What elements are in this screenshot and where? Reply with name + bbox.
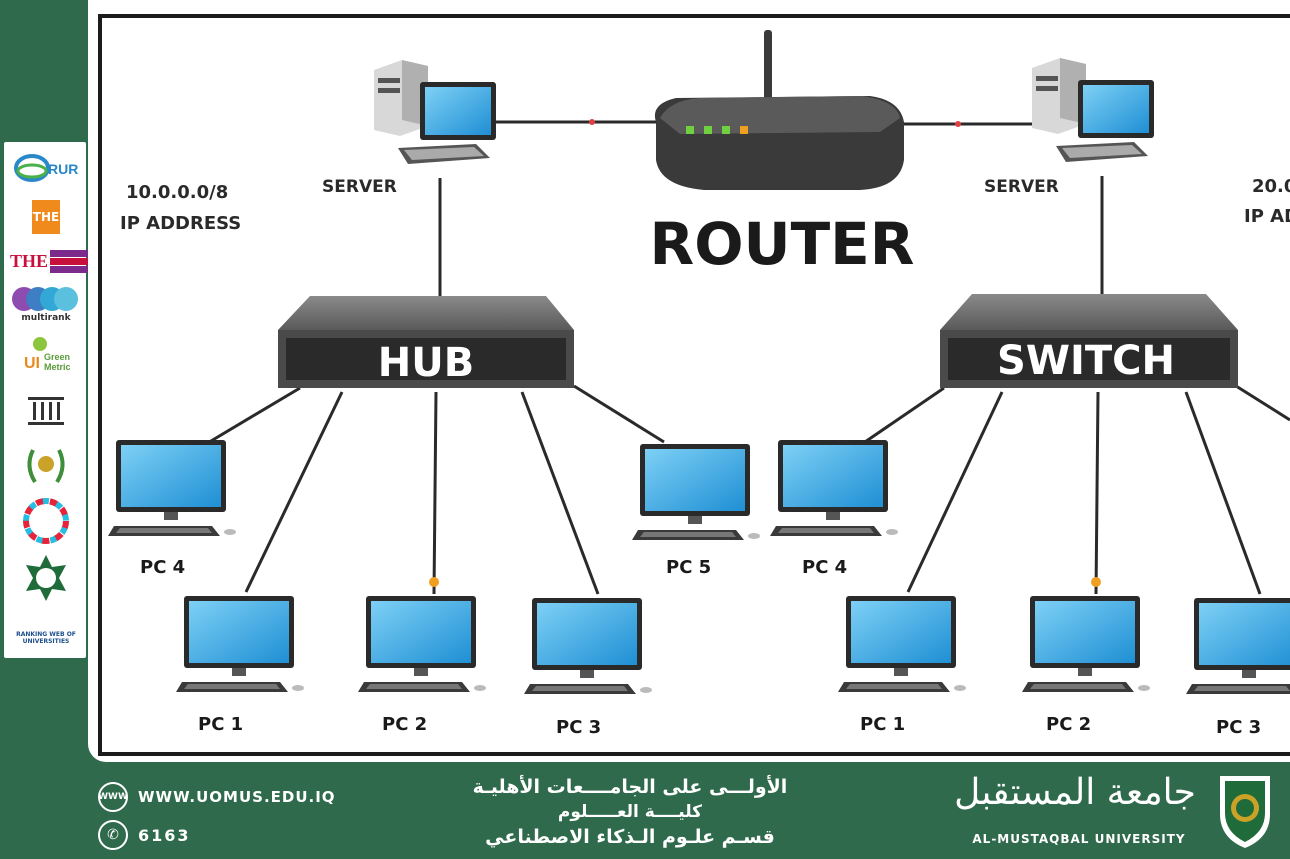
left-ip-label: IP ADDRESS — [120, 213, 241, 234]
left-server-label: SERVER — [322, 177, 397, 197]
website-link[interactable]: WWW.UOMUS.EDU.IQ — [138, 788, 336, 806]
hub-pc4-device — [108, 440, 236, 536]
hub-pc2-label: PC 2 — [382, 714, 427, 735]
link-hub-pc5 — [573, 384, 665, 444]
www-globe-icon: WWW — [98, 782, 128, 812]
right-ip-label: IP AD — [1244, 206, 1290, 227]
hub-pc5-label: PC 5 — [666, 557, 711, 578]
hub-pc1-label: PC 1 — [198, 714, 243, 735]
university-crest-icon — [1220, 776, 1270, 848]
rur-logo: RUR — [10, 148, 82, 188]
star-emblem-icon — [26, 555, 66, 601]
switch-pc3-label: PC 3 — [1216, 717, 1261, 738]
left-server-device — [374, 60, 496, 164]
hub-pc2-device — [358, 596, 486, 692]
arab-engineers-logo — [10, 550, 82, 606]
link-switch-offscreen — [1235, 384, 1290, 422]
multirank-logo: multirank — [10, 282, 82, 326]
link-hub-pc2 — [432, 391, 438, 595]
sdgs-logo — [10, 498, 82, 544]
laurel-wreath-icon — [27, 449, 65, 484]
institution-logo — [10, 394, 82, 428]
right-ip-range: 20.0 — [1252, 176, 1290, 197]
switch-pc4-label: PC 4 — [802, 557, 847, 578]
switch-pc1-label: PC 1 — [860, 714, 905, 735]
hub-pc5-device — [632, 444, 760, 540]
webometrics-logo: RANKING WEB OF UNIVERSITIES — [16, 631, 76, 645]
link-switch-pc3 — [1184, 391, 1262, 595]
footer-arabic-line1: الأولـــى على الجامــــعات الأهليـة — [472, 776, 788, 798]
phone-number[interactable]: 6163 — [138, 826, 191, 845]
link-hub-pc1 — [244, 391, 344, 593]
router-device — [654, 30, 904, 190]
link-hub-pc4 — [205, 386, 301, 446]
footer-bar: WWW WWW.UOMUS.EDU.IQ ✆ 6163 الأولـــى عل… — [0, 762, 1290, 859]
link-hub-pc3 — [520, 391, 600, 595]
hub-pc3-device — [524, 598, 652, 694]
hub-label: HUB — [378, 340, 474, 386]
switch-pc1-device — [838, 596, 966, 692]
link-switch-pc1 — [906, 391, 1004, 593]
link-switch-pc2 — [1094, 391, 1100, 595]
svg-text:Metric: Metric — [44, 362, 71, 372]
footer-arabic-line2: كليــــة العـــــلوم — [557, 802, 703, 822]
rur-globe-icon: RUR — [14, 154, 78, 182]
columns-icon — [28, 397, 64, 425]
hub-pc3-label: PC 3 — [556, 717, 601, 738]
switch-label: SWITCH — [997, 338, 1175, 384]
svg-text:UI: UI — [24, 355, 40, 372]
university-name-english: AL-MUSTAQBAL UNIVERSITY — [972, 832, 1186, 846]
hub-device — [278, 296, 574, 388]
sdg-wheel-icon — [23, 498, 69, 544]
svg-text:Green: Green — [44, 352, 70, 362]
left-ip-range: 10.0.0.0/8 — [126, 182, 228, 203]
greenmetric-logo: UI Green Metric — [10, 334, 82, 380]
the-impact-logo: THE — [10, 246, 91, 276]
right-server-label: SERVER — [984, 177, 1059, 197]
switch-pc2-device — [1022, 596, 1150, 692]
sidebar: RUR THE THE multirank — [0, 0, 91, 760]
router-label: ROUTER — [650, 210, 915, 278]
footer-arabic-line3: قسـم علـوم الـذكاء الاصطناعي — [485, 826, 775, 848]
hub-pc1-device — [176, 596, 304, 692]
arab-universities-logo — [10, 442, 82, 490]
switch-pc4-device — [770, 440, 898, 536]
svg-text:RUR: RUR — [48, 161, 78, 177]
ranking-logos-strip: RUR THE THE multirank — [4, 142, 91, 658]
university-name-arabic: جامعة المستقبل — [954, 772, 1196, 813]
multirank-circles-icon — [12, 287, 78, 311]
switch-device — [940, 294, 1238, 388]
phone-icon: ✆ — [98, 820, 128, 850]
network-diagram: ROUTER SERVER SERVER 10.0.0.0/8 IP ADDRE… — [108, 30, 1290, 738]
link-switch-pc4 — [861, 386, 945, 446]
greenmetric-icon: UI Green Metric — [24, 337, 71, 372]
switch-pc2-label: PC 2 — [1046, 714, 1091, 735]
the-logo: THE — [10, 198, 82, 236]
hub-pc4-label: PC 4 — [140, 557, 185, 578]
switch-pc3-device — [1186, 598, 1290, 694]
right-server-device — [1032, 58, 1154, 162]
